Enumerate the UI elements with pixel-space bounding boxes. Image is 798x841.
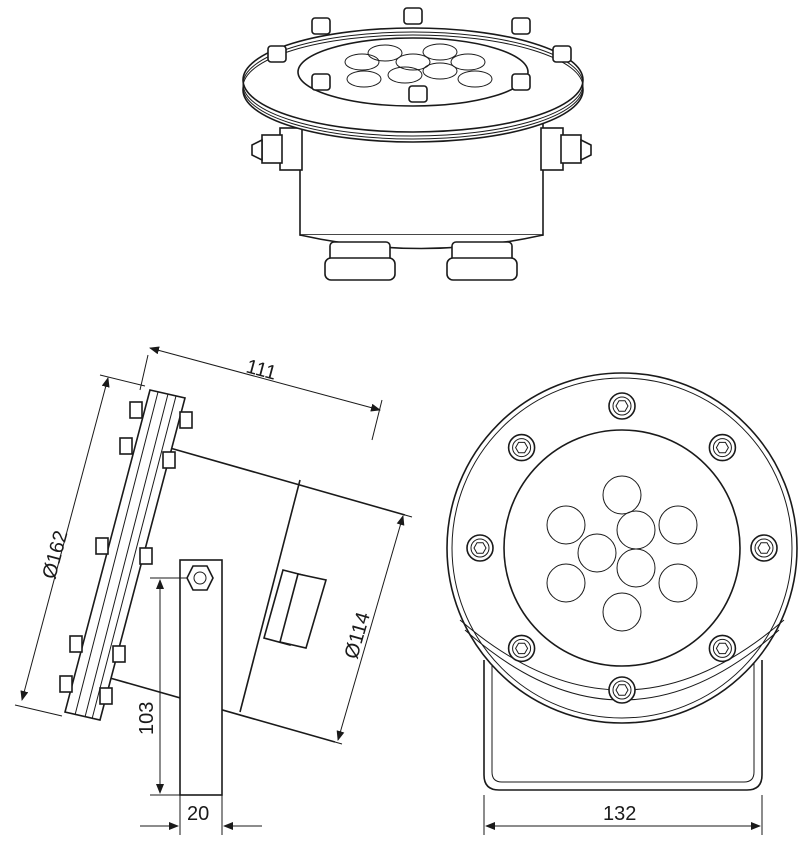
led-lens [546, 563, 586, 603]
dimension-bracket-width: 20 [187, 803, 209, 825]
body-rear-edge [239, 479, 301, 713]
led-lens [546, 505, 586, 545]
bracket-post [179, 559, 223, 796]
flange-bolts [267, 7, 572, 103]
front-view: 132 [446, 372, 798, 835]
perspective-view [242, 7, 592, 281]
bolt-icon [466, 534, 494, 562]
bolt-icon [708, 634, 737, 663]
led-lens [658, 505, 698, 545]
bolt-icon [608, 676, 636, 704]
dimension-length: 111 [244, 356, 279, 385]
led-lens [602, 592, 642, 632]
flange-bolts [466, 392, 778, 704]
side-plug-left [251, 127, 303, 171]
bolt-icon [507, 433, 536, 462]
cable-gland-right [446, 241, 518, 281]
bolt-icon [708, 433, 737, 462]
led-lenses [344, 43, 493, 88]
hex-bolt-icon [186, 565, 214, 591]
side-view: 111 Ø162 Ø114 103 20 [14, 346, 413, 835]
led-lens [658, 563, 698, 603]
side-plug-right [540, 127, 592, 171]
bolt-icon [750, 534, 778, 562]
led-lens [602, 475, 642, 515]
lens-ring [297, 37, 529, 107]
cable-gland-left [324, 241, 396, 281]
flange-top [242, 27, 584, 133]
dimension-flange-diameter: Ø162 [39, 528, 73, 581]
body-top-line [169, 447, 406, 516]
led-lens [616, 548, 656, 588]
bolt-icon [507, 634, 536, 663]
dimension-body-diameter: Ø114 [341, 610, 375, 662]
led-lenses [546, 475, 698, 632]
lens-ring [503, 429, 741, 667]
dimension-bracket-span: 132 [603, 803, 636, 825]
bolt-icon [608, 392, 636, 420]
dimension-bracket-height: 103 [136, 702, 158, 735]
led-lens [577, 533, 617, 573]
